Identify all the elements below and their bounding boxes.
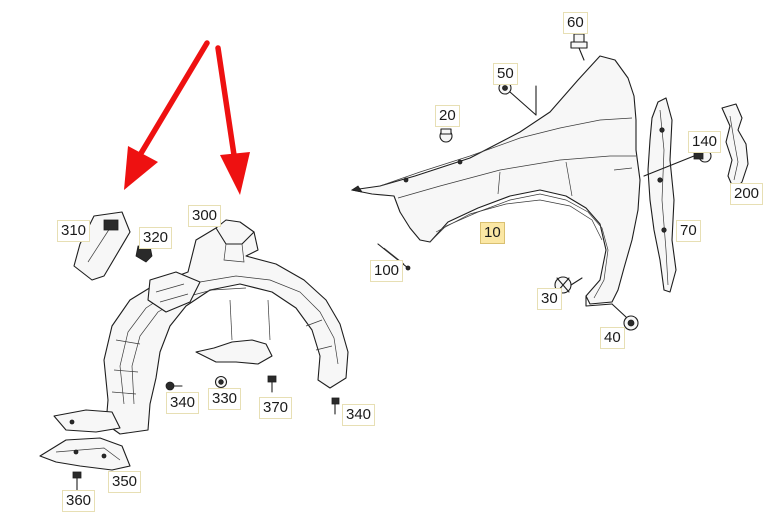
callout-10-highlighted: 10: [480, 222, 505, 244]
red-arrow-right-head: [220, 152, 250, 195]
callout-200: 200: [730, 183, 764, 205]
callout-350: 350: [108, 471, 142, 493]
screw-360: [72, 471, 82, 491]
callout-310: 310: [57, 220, 91, 242]
callout-60: 60: [563, 12, 588, 34]
red-arrow-left: [137, 40, 210, 158]
fastener-50: [498, 81, 537, 116]
callout-370: 370: [259, 397, 293, 419]
nut-330: [214, 375, 228, 389]
callout-340-right: 340: [342, 404, 376, 426]
callout-20: 20: [435, 105, 460, 127]
fastener-60: [570, 33, 588, 61]
fender-part-10: [350, 55, 641, 307]
fastener-20: [439, 128, 453, 143]
screw-340-right: [331, 397, 340, 415]
callout-140: 140: [688, 131, 722, 153]
callout-360: 360: [62, 490, 96, 512]
callout-320: 320: [139, 227, 173, 249]
seal-part-200: [721, 103, 749, 191]
callout-50: 50: [493, 63, 518, 85]
fastener-40: [611, 303, 639, 331]
red-arrow-right: [215, 45, 237, 158]
fastener-140: [643, 149, 712, 177]
screw-370: [267, 375, 277, 393]
lower-shield-part-350: [39, 409, 131, 471]
callout-100: 100: [370, 260, 404, 282]
callout-330: 330: [208, 388, 242, 410]
callout-70: 70: [676, 220, 701, 242]
red-arrows: [124, 40, 250, 195]
callout-30: 30: [537, 288, 562, 310]
red-arrow-left-head: [124, 146, 158, 190]
wheel-arch-liner-part-300: [103, 219, 349, 435]
bracket-part-70: [647, 97, 677, 293]
callout-300: 300: [188, 205, 222, 227]
callout-340-left: 340: [166, 392, 200, 414]
callout-40: 40: [600, 327, 625, 349]
bolt-340-left: [165, 381, 183, 391]
